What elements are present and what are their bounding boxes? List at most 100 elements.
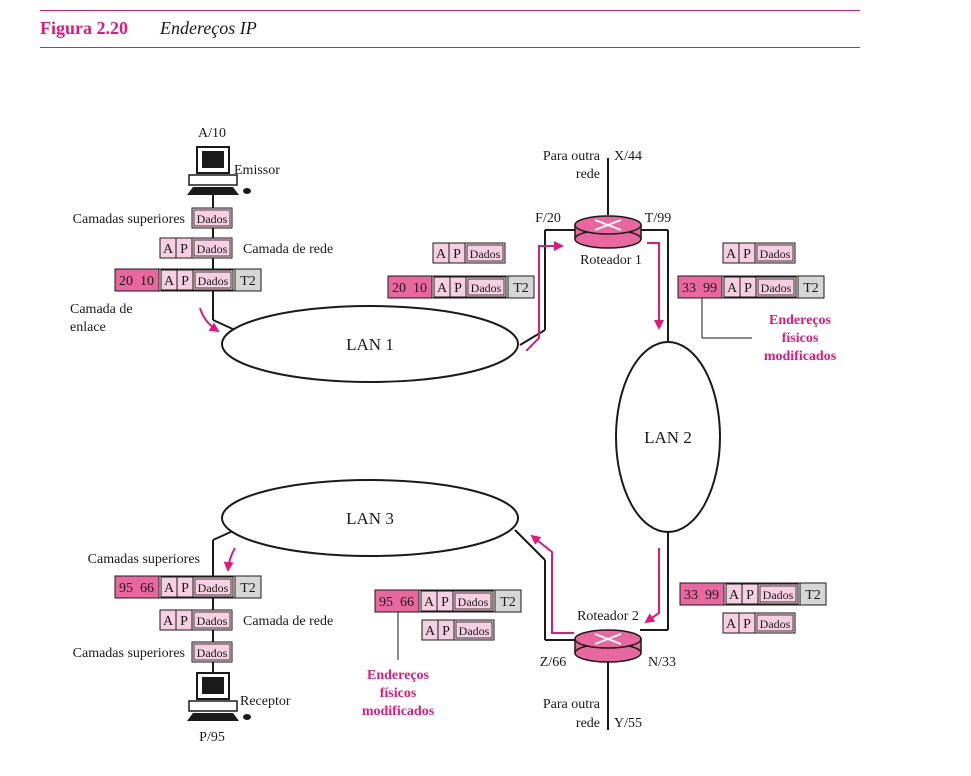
router1-other-net-line2: rede	[576, 167, 600, 182]
router1-in-frame-trailer-cell	[507, 275, 535, 299]
router2-in-network-a-label: A	[726, 617, 737, 632]
router1-in-network-p-label: P	[453, 247, 461, 262]
note2-line2: físicos	[380, 686, 417, 701]
receiver-frame-p-label: P	[181, 581, 189, 596]
sender-frame-data-label: Dados	[198, 274, 229, 288]
flow-arrow-lan3-receiver	[223, 547, 236, 572]
sender-computer-icon-keyboard	[187, 187, 239, 195]
receiver-frame-dst-addr: 95	[119, 581, 133, 596]
lan2-ellipse	[615, 341, 721, 533]
lan3-label: LAN 3	[346, 509, 394, 528]
router2-out-network-data-inner	[455, 621, 493, 639]
router1-other-net-line1: Para outra	[543, 149, 601, 164]
router2-out-frame-trailer-label: T2	[500, 595, 516, 610]
router1-out-frame-src-addr: 99	[703, 281, 717, 296]
receiver-network-data-label: Dados	[197, 614, 228, 628]
receiver-role: Receptor	[240, 694, 291, 709]
figure-number: Figura 2.20	[40, 18, 128, 38]
router1-in-frame-src-addr: 10	[413, 281, 427, 296]
sender-link-layer-line1: Camada de	[70, 302, 133, 317]
router2-in-frame-data-label: Dados	[763, 588, 794, 602]
router1-in-network-data-label: Dados	[470, 247, 501, 261]
receiver-frame-a-label: A	[164, 581, 175, 596]
router2-in-network-data-label: Dados	[760, 617, 791, 631]
receiver-frame-src-addr: 66	[140, 581, 154, 596]
router1-out-network-data-label: Dados	[760, 247, 791, 261]
sender-upper-data-label: Dados	[197, 212, 228, 226]
router2-out-network-a-label: A	[425, 624, 436, 639]
router2-out-network-p-label: P	[442, 624, 450, 639]
router2-in-frame-p-label: P	[746, 588, 754, 603]
receiver-upper-top-label: Camadas superiores	[88, 552, 200, 567]
router2-right-port: N/33	[648, 655, 676, 670]
router1-out-frame-trailer-label: T2	[803, 281, 819, 296]
router2-lan3-wire-joint	[514, 529, 546, 561]
receiver-network-a-label: A	[163, 614, 174, 629]
router1-cross-icon	[594, 219, 622, 231]
router1-out-network-a-label: A	[726, 247, 737, 262]
router2-in-frame-dst-addr: 33	[684, 588, 698, 603]
router1-out-frame-dst-addr: 33	[682, 281, 696, 296]
router2-out-frame-data-label: Dados	[458, 595, 489, 609]
receiver-upper-data-label: Dados	[197, 646, 228, 660]
router2-out-frame-dst-addr: 95	[379, 595, 393, 610]
sender-lan1-wire	[212, 319, 236, 331]
receiver-network-layer-label: Camada de rede	[243, 614, 333, 629]
router1-in-network-data-inner	[466, 244, 504, 262]
sender-role: Emissor	[234, 163, 280, 178]
router2-left-port: Z/66	[540, 655, 566, 670]
router2-cross-icon	[594, 633, 622, 645]
lan1-label: LAN 1	[346, 335, 394, 354]
router2-out-network-data-label: Dados	[459, 624, 490, 638]
receiver-computer-icon-mouse	[243, 714, 251, 720]
sender-frame-src-addr: 10	[140, 274, 154, 289]
router2-out-frame-p-label: P	[441, 595, 449, 610]
sender-network-data-inner	[193, 239, 231, 257]
router1-name: Roteador 1	[580, 253, 642, 268]
note1-line2: físicos	[782, 331, 819, 346]
note1-line3: modificados	[764, 349, 837, 364]
lan1-ellipse	[221, 305, 519, 383]
flow-arrow-lan1-router1	[526, 241, 564, 351]
receiver-network-data-inner	[193, 611, 231, 629]
router1-top-port: X/44	[614, 149, 642, 164]
receiver-upper-data-inner	[193, 643, 231, 661]
receiver-computer-icon-case	[188, 700, 238, 712]
receiver-frame-data-label: Dados	[198, 581, 229, 595]
router2-out-frame-data-inner	[454, 592, 492, 610]
sender-frame-trailer-cell	[234, 268, 262, 292]
router2-in-frame-trailer-label: T2	[805, 588, 821, 603]
router1-in-frame-trailer-label: T2	[513, 281, 529, 296]
router1-out-network-p-label: P	[743, 247, 751, 262]
router2-other-net-line1: Para outra	[543, 697, 601, 712]
router1-out-frame-trailer-cell	[797, 275, 825, 299]
sender-computer-icon-mouse	[243, 188, 251, 194]
router1-in-frame-p-label: P	[454, 281, 462, 296]
sender-frame-dst-addr: 20	[119, 274, 133, 289]
sender-frame-p-label: P	[181, 274, 189, 289]
sender-network-data-label: Dados	[197, 242, 228, 256]
router1-in-frame-dst-addr: 20	[392, 281, 406, 296]
flow-arrow-router2-lan3	[530, 534, 574, 634]
router2-in-frame-data-inner	[759, 585, 797, 603]
receiver-frame-data-inner	[194, 578, 232, 596]
router2-out-frame-src-addr: 66	[400, 595, 414, 610]
router2-name: Roteador 2	[577, 609, 639, 624]
sender-frame-a-label: A	[164, 274, 175, 289]
note2-line3: modificados	[362, 704, 435, 719]
sender-address: A/10	[198, 126, 226, 141]
sender-network-layer-label: Camada de rede	[243, 242, 333, 257]
receiver-frame-trailer-cell	[234, 575, 262, 599]
flow-arrow-router1-lan2	[647, 242, 664, 330]
router2-in-frame-src-addr: 99	[705, 588, 719, 603]
receiver-computer-icon-screen	[202, 677, 224, 694]
sender-computer-icon-screen	[202, 151, 224, 168]
sender-upper-data-inner	[193, 209, 231, 227]
sender-network-p-label: P	[180, 242, 188, 257]
receiver-network-p-label: P	[180, 614, 188, 629]
sender-network-a-label: A	[163, 242, 174, 257]
router2-in-network-data-inner	[756, 614, 794, 632]
router1-out-network-data-inner	[756, 244, 794, 262]
router2-in-frame-a-label: A	[729, 588, 740, 603]
